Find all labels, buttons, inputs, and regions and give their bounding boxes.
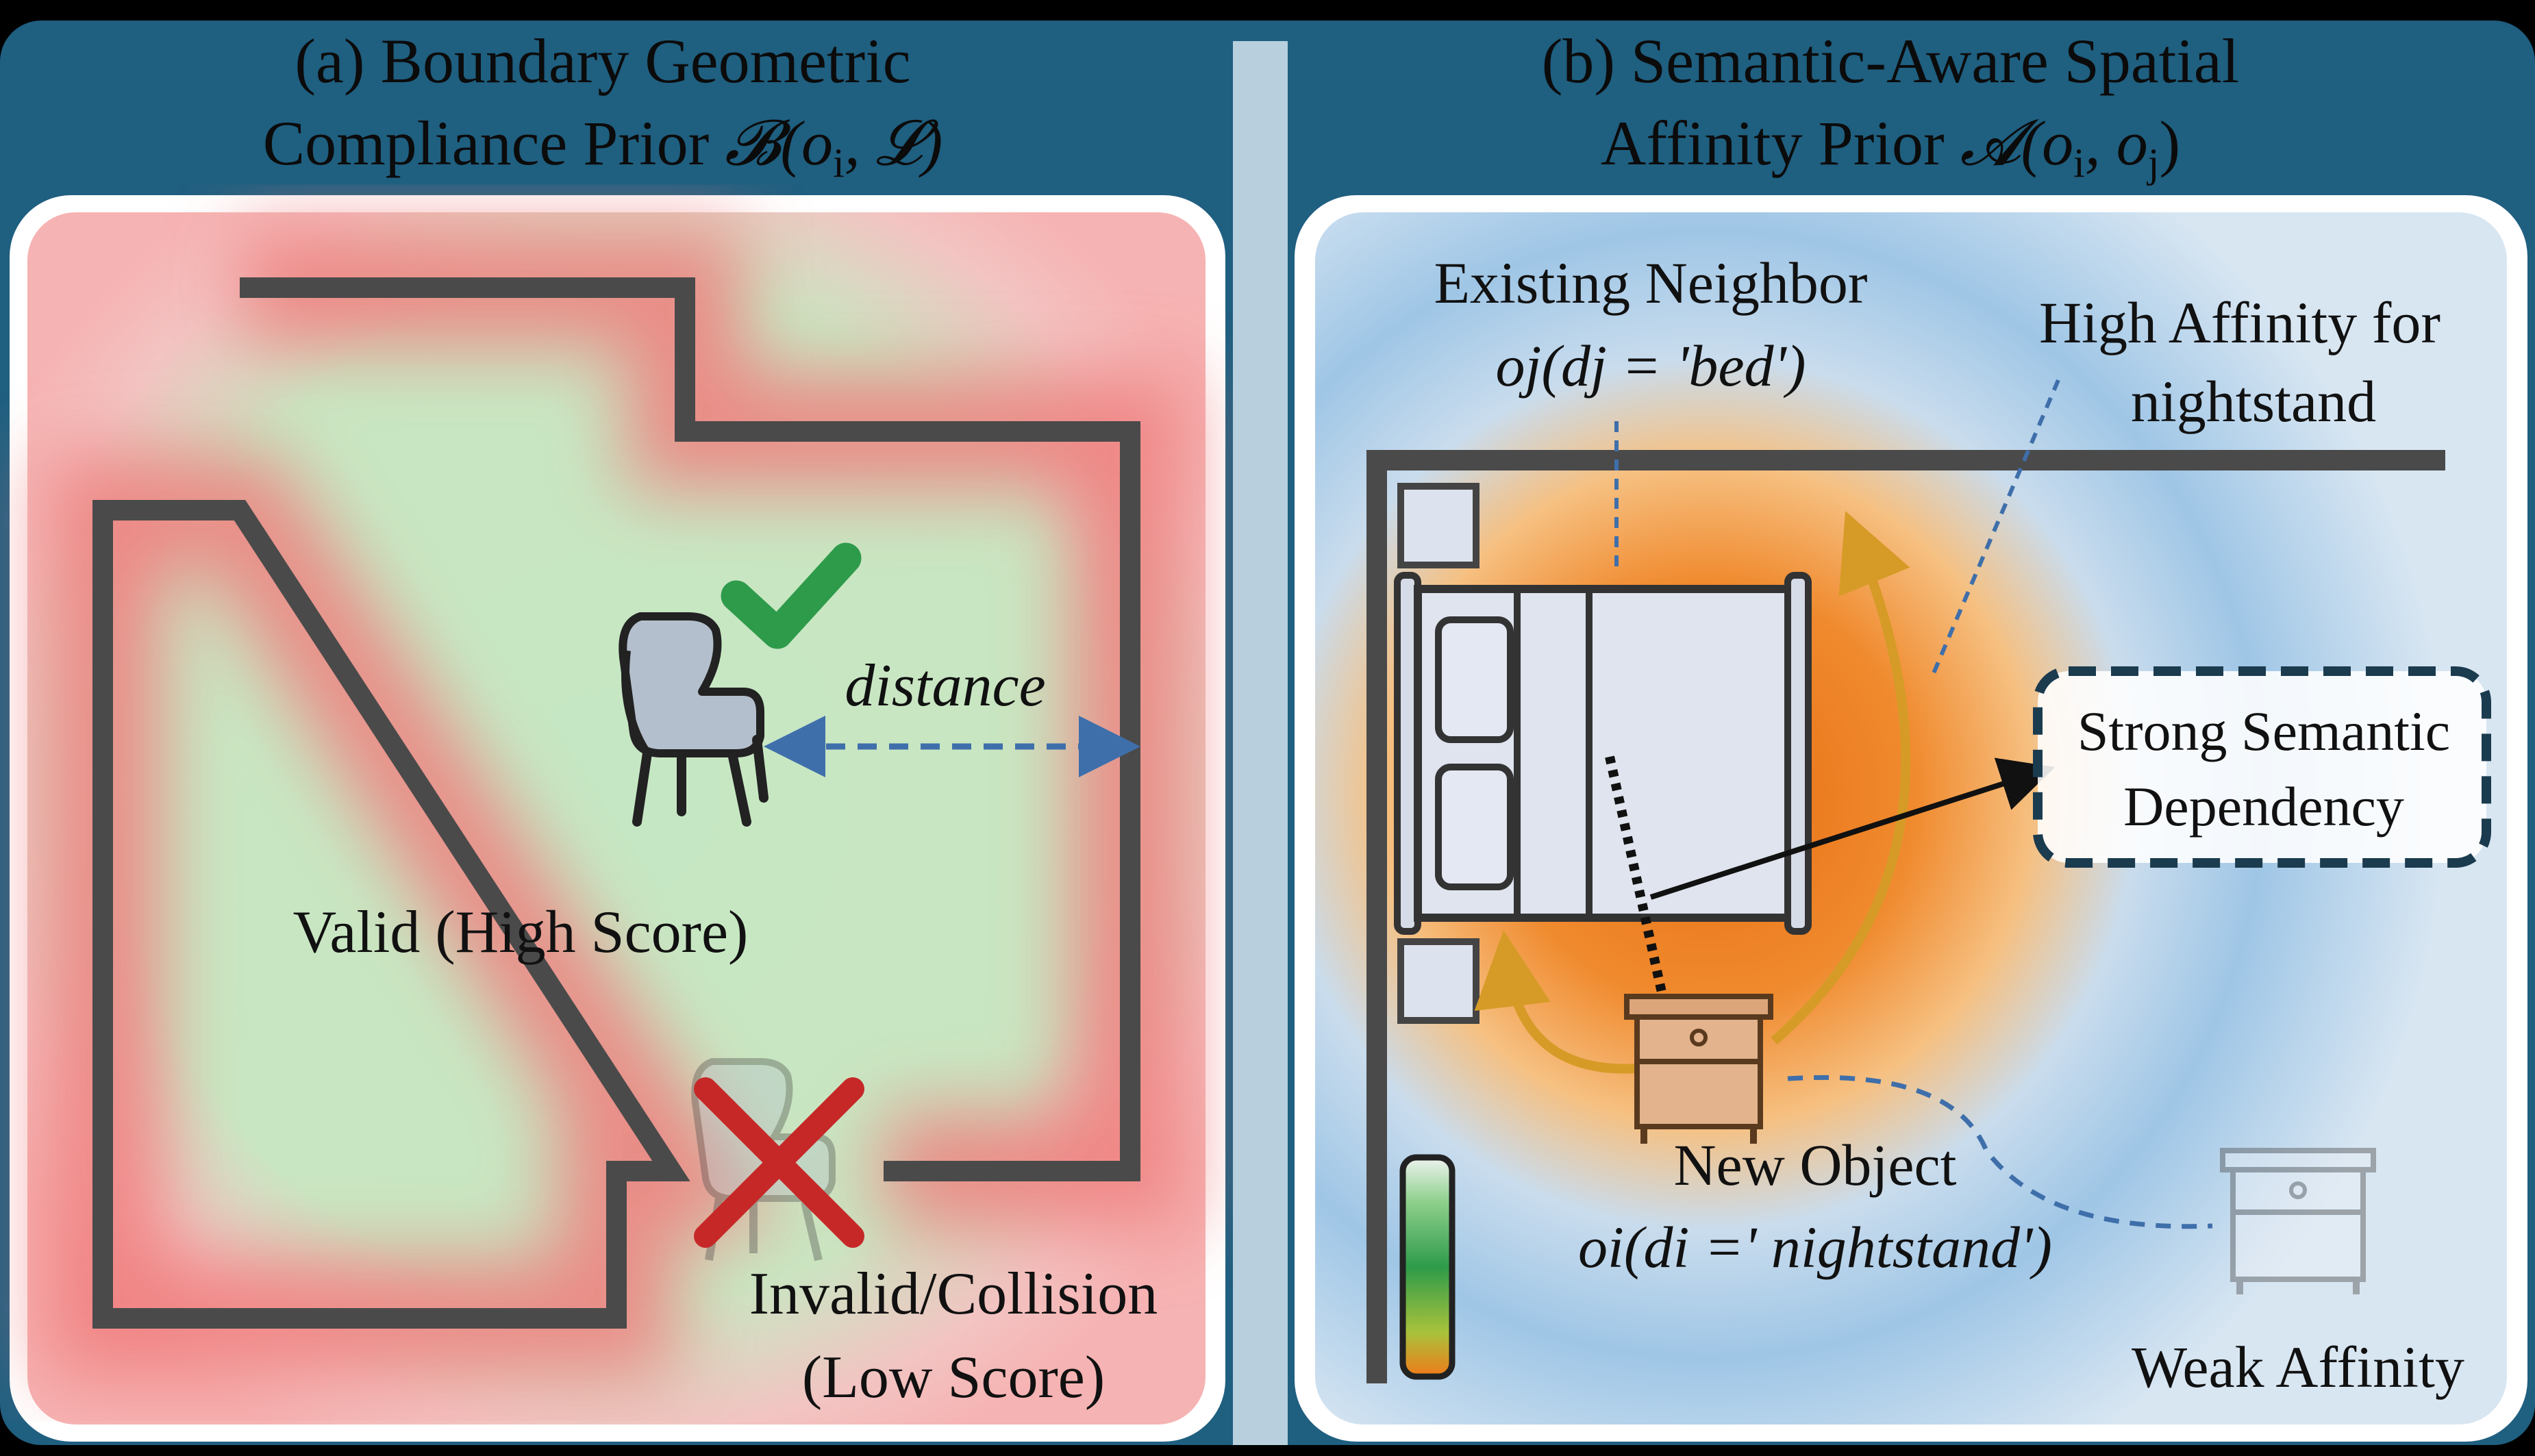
neighbor-label-line2: oj(dj = 'bed') xyxy=(1495,333,1806,399)
wall-box-top xyxy=(1397,483,1479,568)
weak-nightstand-icon xyxy=(2220,1148,2376,1294)
bed-icon xyxy=(1394,572,1812,935)
weak-link xyxy=(1787,1075,2213,1229)
panel-b-field xyxy=(1315,212,2507,1424)
armchair-icon xyxy=(619,612,769,827)
weak-affinity-label: Weak Affinity xyxy=(2132,1334,2464,1400)
invalid-label-line2: (Low Score) xyxy=(802,1344,1105,1411)
affinity-arc-left xyxy=(1474,930,1638,1074)
room-walls-b xyxy=(1366,450,2445,1383)
panel-b-title-line1: (b) Semantic-Aware Spatial xyxy=(1542,26,2240,96)
strong-dependency-box xyxy=(2033,666,2491,868)
panel-divider xyxy=(1233,41,1288,1445)
invalid-label-line1: Invalid/Collision xyxy=(749,1261,1158,1327)
strong-label-line1: Strong Semantic xyxy=(2077,700,2450,762)
high-affinity-label-line2: nightstand xyxy=(2131,368,2376,434)
high-affinity-label-line1: High Affinity for xyxy=(2039,290,2440,355)
distance-label: distance xyxy=(845,653,1045,719)
panel-a: (a) Boundary Geometric Compliance Prior … xyxy=(10,26,1225,1442)
panel-a-title-line2: Compliance Prior 𝓑(oi, 𝓛) xyxy=(263,108,943,186)
valid-label: Valid (High Score) xyxy=(293,899,749,966)
panel-a-title-line1: (a) Boundary Geometric xyxy=(295,26,910,96)
neighbor-label-line1: Existing Neighbor xyxy=(1434,250,1868,316)
wall-box-bottom xyxy=(1397,938,1479,1024)
strong-label-line2: Dependency xyxy=(2123,775,2404,838)
check-icon xyxy=(721,542,862,649)
room-walls xyxy=(92,277,1140,1329)
high-affinity-leader xyxy=(1930,379,2060,679)
dependency-arrow xyxy=(1649,757,2056,900)
color-scale-bar xyxy=(1399,1154,1456,1380)
panel-b: (b) Semantic-Aware Spatial Affinity Prio… xyxy=(1295,26,2527,1442)
new-object-label-line1: New Object xyxy=(1673,1132,1956,1198)
cross-icon xyxy=(694,1077,864,1248)
new-object-label-line2: oi(di =' nightstand') xyxy=(1578,1214,2052,1280)
nightstand-icon xyxy=(1624,994,1773,1144)
affinity-arc-right xyxy=(1771,511,1911,1045)
panel-b-title-line2: Affinity Prior 𝓐(oi, oj) xyxy=(1601,108,2180,186)
